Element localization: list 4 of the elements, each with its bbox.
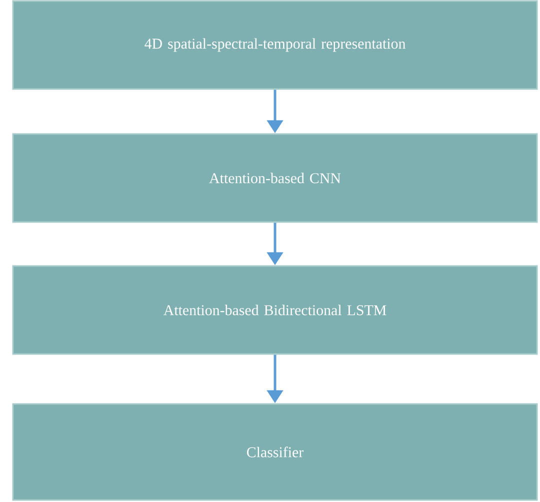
process-box: Attention-based Bidirectional LSTM — [12, 265, 538, 355]
process-box: Attention-based CNN — [12, 133, 538, 223]
process-box: Classifier — [12, 403, 538, 501]
process-box: 4D spatial-spectral-temporal representation — [12, 0, 538, 90]
